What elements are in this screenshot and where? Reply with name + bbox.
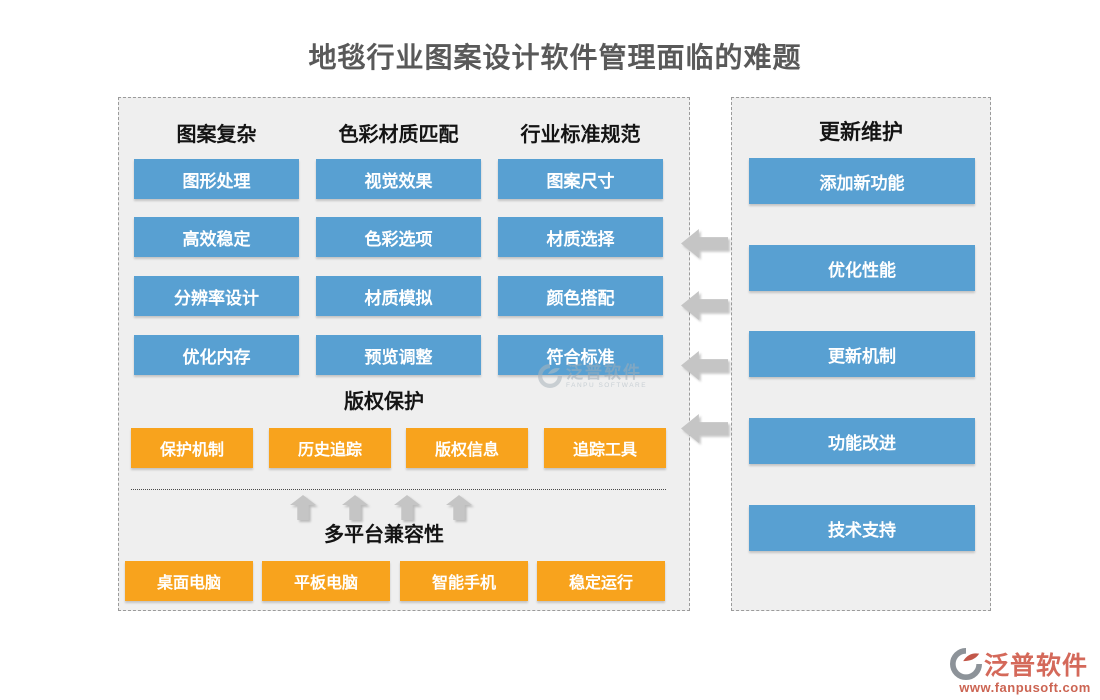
dotted-divider	[131, 489, 666, 490]
challenge-node: 视觉效果	[316, 159, 481, 199]
maintenance-node: 优化性能	[749, 245, 975, 291]
platform-node: 稳定运行	[537, 561, 665, 601]
maintenance-node: 功能改进	[749, 418, 975, 464]
challenge-node: 分辨率设计	[134, 276, 299, 316]
section-header-maintenance: 更新维护	[819, 121, 903, 144]
left-arrow-icon	[681, 291, 728, 320]
column-header: 行业标准规范	[520, 124, 641, 146]
column-header: 图案复杂	[176, 124, 257, 146]
section-header-platform: 多平台兼容性	[324, 524, 444, 546]
copyright-node: 追踪工具	[544, 428, 666, 468]
up-arrow-icon	[394, 495, 420, 520]
footer-logo: 泛普软件 www.fanpusoft.com	[950, 646, 1100, 695]
up-arrow-icon	[342, 495, 368, 520]
platform-node: 平板电脑	[262, 561, 390, 601]
maintenance-panel: 更新维护 添加新功能 优化性能 更新机制 功能改进 技术支持	[731, 97, 991, 611]
maintenance-node: 更新机制	[749, 331, 975, 377]
up-arrow-icon	[290, 495, 316, 520]
copyright-node: 历史追踪	[269, 428, 391, 468]
left-arrow-icon	[681, 414, 728, 443]
challenges-panel: 图案复杂 色彩材质匹配 行业标准规范 图形处理 高效稳定 分辨率设计 优化内存 …	[118, 97, 690, 611]
challenge-node: 优化内存	[134, 335, 299, 375]
fanpu-logo-icon	[950, 648, 982, 680]
challenge-node: 色彩选项	[316, 217, 481, 257]
platform-node: 智能手机	[400, 561, 528, 601]
platform-node: 桌面电脑	[125, 561, 253, 601]
challenge-node: 颜色搭配	[498, 276, 663, 316]
challenge-node: 图案尺寸	[498, 159, 663, 199]
challenge-node: 图形处理	[134, 159, 299, 199]
column-header: 色彩材质匹配	[338, 124, 459, 146]
left-arrow-icon	[681, 229, 728, 258]
page-title: 地毯行业图案设计软件管理面临的难题	[308, 42, 802, 73]
challenge-node: 材质选择	[498, 217, 663, 257]
challenge-node: 材质模拟	[316, 276, 481, 316]
copyright-node: 版权信息	[406, 428, 528, 468]
left-arrow-icon	[681, 351, 728, 380]
challenge-node: 预览调整	[316, 335, 481, 375]
challenge-node: 高效稳定	[134, 217, 299, 257]
footer-url: www.fanpusoft.com	[959, 680, 1091, 695]
footer-logo-text: 泛普软件	[984, 652, 1089, 680]
challenge-node: 符合标准	[498, 335, 663, 375]
maintenance-node: 技术支持	[749, 505, 975, 551]
maintenance-node: 添加新功能	[749, 158, 975, 204]
section-header-copyright: 版权保护	[344, 391, 424, 413]
copyright-node: 保护机制	[131, 428, 253, 468]
up-arrow-icon	[446, 495, 472, 520]
